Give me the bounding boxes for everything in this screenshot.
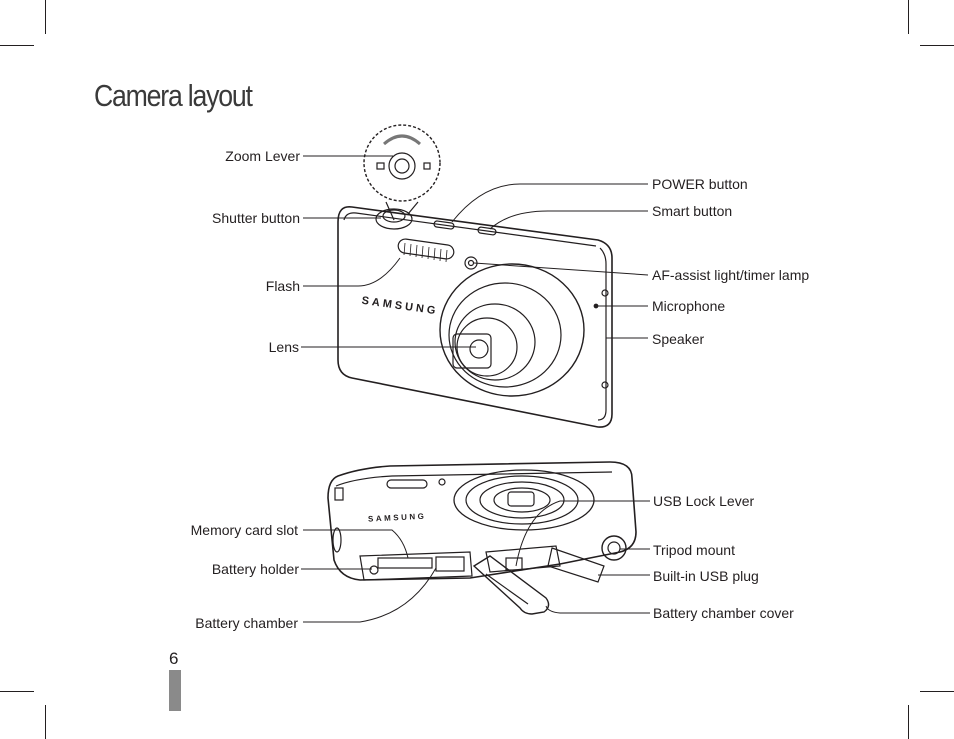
zoom-lever-inner bbox=[376, 134, 431, 221]
label-memory-card-slot: Memory card slot bbox=[190, 522, 298, 538]
crop-mark-br-h bbox=[920, 691, 954, 692]
camera-front-illustration bbox=[337, 205, 613, 428]
label-battery-chamber-cover: Battery chamber cover bbox=[653, 605, 794, 621]
leader-lines bbox=[301, 155, 650, 623]
label-battery-chamber: Battery chamber bbox=[195, 615, 298, 631]
crop-mark-tl-h bbox=[0, 45, 34, 46]
crop-mark-tl-v bbox=[45, 0, 46, 34]
label-shutter-button: Shutter button bbox=[212, 210, 300, 226]
camera-bottom-illustration bbox=[327, 461, 637, 615]
label-zoom-lever: Zoom Lever bbox=[225, 148, 300, 164]
label-flash: Flash bbox=[265, 278, 300, 294]
label-builtin-usb-plug: Built-in USB plug bbox=[653, 568, 759, 584]
label-battery-holder: Battery holder bbox=[211, 561, 299, 577]
crop-mark-tr-v bbox=[908, 0, 909, 34]
label-lens: Lens bbox=[268, 339, 299, 355]
page-title: Camera layout bbox=[94, 78, 253, 113]
brand-logo-bottom: SAMSUNG bbox=[368, 512, 427, 524]
label-usb-lock-lever: USB Lock Lever bbox=[653, 493, 755, 509]
page-tab-bar bbox=[169, 670, 181, 711]
crop-mark-br-v bbox=[908, 705, 909, 739]
crop-mark-tr-h bbox=[920, 45, 954, 46]
brand-logo-front: SAMSUNG bbox=[361, 295, 439, 318]
label-tripod-mount: Tripod mount bbox=[653, 542, 735, 558]
label-microphone: Microphone bbox=[652, 298, 726, 314]
crop-mark-bl-h bbox=[0, 691, 34, 692]
zoom-lever-detail bbox=[363, 124, 441, 202]
label-smart-button: Smart button bbox=[652, 203, 733, 219]
page-number: 6 bbox=[169, 649, 179, 668]
label-power-button: POWER button bbox=[652, 176, 748, 192]
label-speaker: Speaker bbox=[652, 331, 705, 347]
crop-mark-bl-v bbox=[45, 705, 46, 739]
label-af-assist: AF-assist light/timer lamp bbox=[652, 267, 810, 283]
